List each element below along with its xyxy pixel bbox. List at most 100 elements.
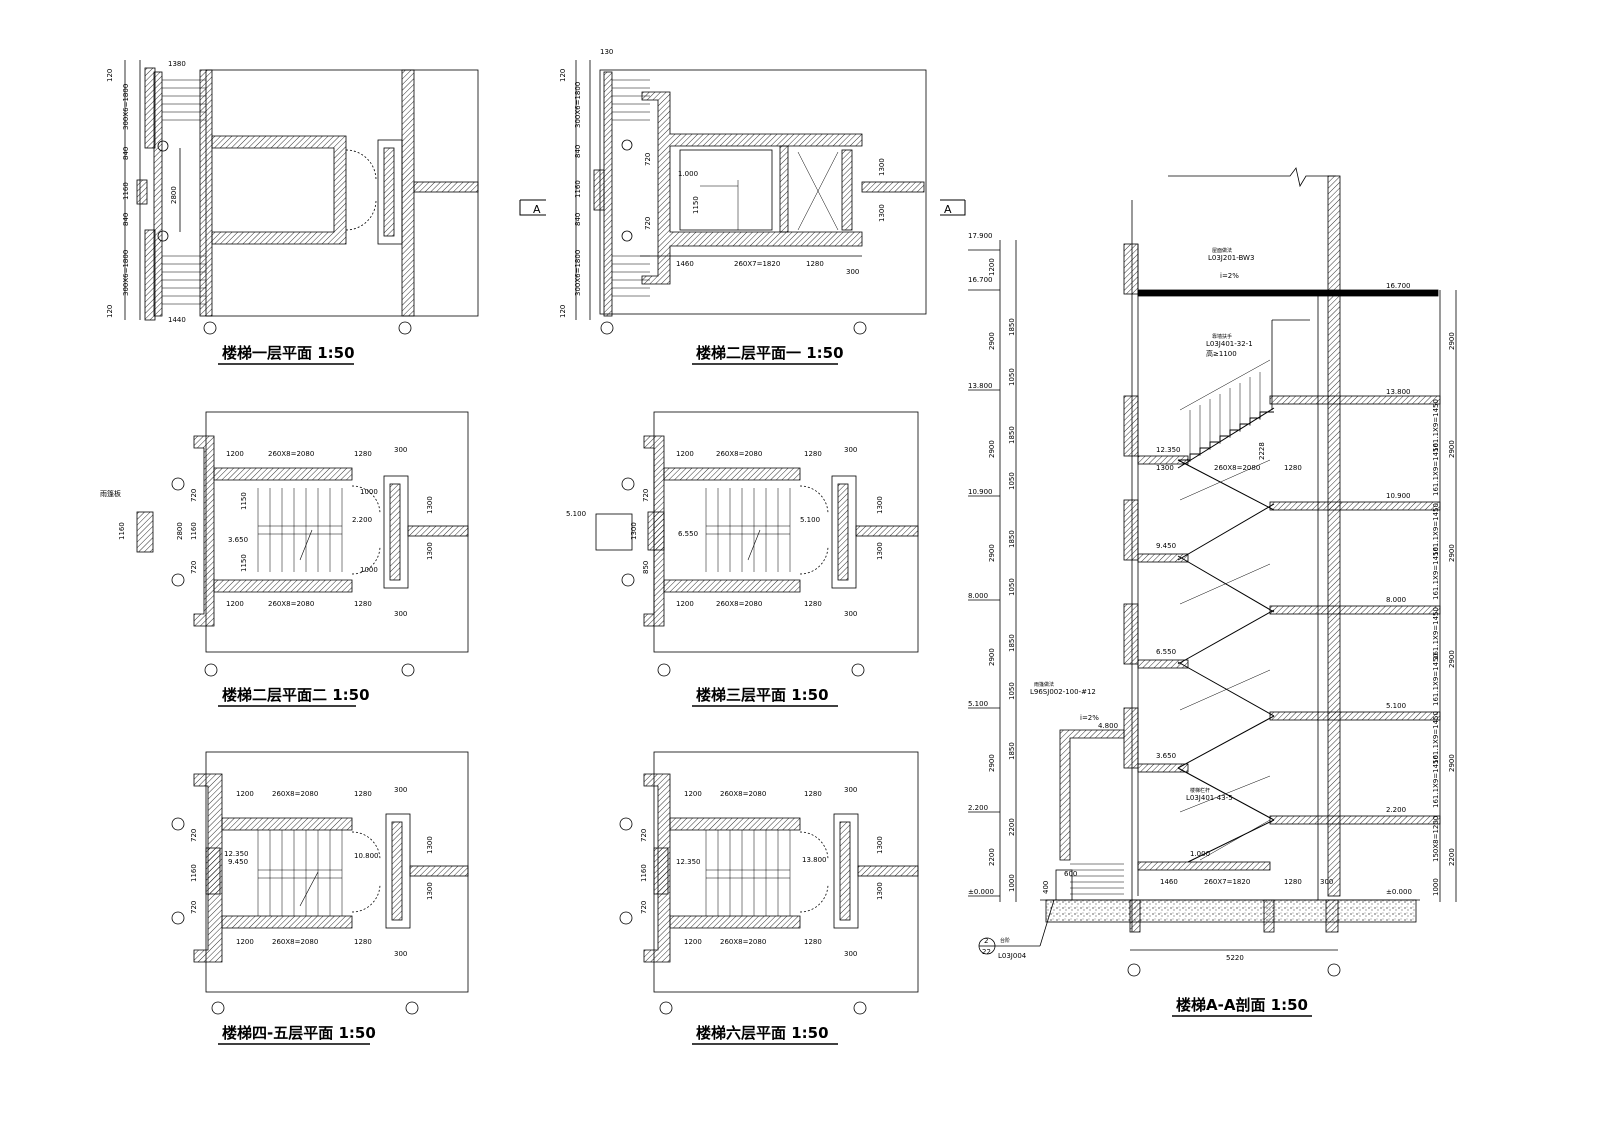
p5-dim-left-2: 720 <box>190 901 198 914</box>
p3-dim-right-1: 1300 <box>426 542 434 560</box>
sec-canopy-slope: i=2% <box>1080 714 1099 722</box>
p2-dim-left-6: 120 <box>559 305 567 318</box>
p2-dim-bottom-1: 260X7=1820 <box>734 260 780 268</box>
title-plan-1: 楼梯一层平面 1:50 <box>222 344 355 362</box>
section-a-a <box>968 167 1457 977</box>
sec-left-dim-11: 1850 <box>1008 634 1016 652</box>
sec-detail-sheet: 22 <box>982 948 991 956</box>
p3-dim-right-0: 1300 <box>426 496 434 514</box>
p5-dim-left-0: 720 <box>190 829 198 842</box>
p3-dim-small-0: 1000 <box>360 488 378 496</box>
p6-dim-bottom-1: 260X8=2080 <box>720 938 766 946</box>
p6-dim-right-1: 1300 <box>876 882 884 900</box>
sec-level-9450: 9.450 <box>1156 542 1176 550</box>
sec-left-level-0: 17.900 <box>968 232 993 240</box>
p4-level-canopy: 5.100 <box>566 510 586 518</box>
p2-dim-inner-2: 720 <box>644 217 652 230</box>
p4-dim-bottom-0: 1200 <box>676 600 694 608</box>
p5-dim-right-1: 1300 <box>426 882 434 900</box>
p2-dim-bottom-0: 1460 <box>676 260 694 268</box>
plan-2 <box>519 60 966 335</box>
p3-dim-outer: 2800 <box>176 522 184 540</box>
p4-dim-top-1: 260X8=2080 <box>716 450 762 458</box>
sec-left-dim-14: 1850 <box>1008 742 1016 760</box>
p4-dim-top-0: 1200 <box>676 450 694 458</box>
sec-right-dim-12: 2900 <box>1448 754 1456 772</box>
sec-dim-400: 400 <box>1042 881 1050 894</box>
section-mark-right: A <box>944 203 952 216</box>
sec-left-level-6: 2.200 <box>968 804 988 812</box>
sec-flight-run: 260X8=2080 <box>1214 464 1260 472</box>
p4-dim-right-1: 1300 <box>876 542 884 560</box>
plan-3 <box>136 411 469 677</box>
p5-dim-bottom-0: 1200 <box>236 938 254 946</box>
p4-dim-bottom-3: 300 <box>844 610 857 618</box>
section-mark-left: A <box>533 203 541 216</box>
title-plan-2: 楼梯二层平面一 1:50 <box>696 344 844 362</box>
p3-dim-inner-1: 1150 <box>240 554 248 572</box>
title-plan-6: 楼梯六层平面 1:50 <box>696 1024 829 1042</box>
p2-dim-left-4: 840 <box>574 213 582 226</box>
p3-dim-bottom-1: 260X8=2080 <box>268 600 314 608</box>
sec-right-dim-11: 161.1X9=1450 <box>1432 755 1440 808</box>
sec-left-dim-0: 1200 <box>988 258 996 276</box>
p2-dim-left-1: 300X6=1800 <box>574 82 582 128</box>
p4-level-1: 5.100 <box>800 516 820 524</box>
p5-dim-bottom-2: 1280 <box>354 938 372 946</box>
p2-dim-left-0: 120 <box>559 69 567 82</box>
plan-1 <box>124 60 479 335</box>
sec-left-dim-6: 1050 <box>1008 472 1016 490</box>
p2-dim-right-1: 1300 <box>878 204 886 222</box>
sec-detail-num: 2 <box>984 937 988 945</box>
sec-right-level-4: 5.100 <box>1386 702 1406 710</box>
p3-dim-bottom-3: 300 <box>394 610 407 618</box>
sec-left-level-7: ±0.000 <box>968 888 994 896</box>
sec-canopy-tag: 雨篷做法 <box>1034 681 1054 688</box>
sec-bottom-dim-0: 1460 <box>1160 878 1178 886</box>
p6-dim-top-2: 1280 <box>804 790 822 798</box>
sec-landing-dim: 1300 <box>1156 464 1174 472</box>
p2-dim-bottom-2: 1280 <box>806 260 824 268</box>
p3-dim-bottom-2: 1280 <box>354 600 372 608</box>
title-section: 楼梯A-A剖面 1:50 <box>1176 996 1308 1014</box>
p6-dim-bottom-0: 1200 <box>684 938 702 946</box>
p4-dim-right-0: 1300 <box>876 496 884 514</box>
sec-right-dim-0: 2900 <box>1448 332 1456 350</box>
sec-right-dim-1: 161.1X9=1450 <box>1432 399 1440 452</box>
sec-level-3650: 3.650 <box>1156 752 1176 760</box>
plan-6 <box>619 751 919 1015</box>
p4-dim-bottom-1: 260X8=2080 <box>716 600 762 608</box>
sec-left-level-1: 16.700 <box>968 276 993 284</box>
p3-dim-top-2: 1280 <box>354 450 372 458</box>
sec-total-dim: 5220 <box>1226 954 1244 962</box>
p5-dim-top-3: 300 <box>394 786 407 794</box>
p1-dim-120-bottom: 120 <box>106 305 114 318</box>
sec-level-4800: 4.800 <box>1098 722 1118 730</box>
p1-dim-run-bottom: 300X6=1800 <box>122 250 130 296</box>
sec-left-dim-4: 2900 <box>988 440 996 458</box>
sec-rail1-tag: 靠墙扶手 <box>1212 333 1232 340</box>
sec-left-dim-17: 1000 <box>1008 874 1016 892</box>
p1-dim-1160: 1160 <box>122 182 130 200</box>
sec-left-dim-3: 1050 <box>1008 368 1016 386</box>
sec-left-dim-7: 2900 <box>988 544 996 562</box>
sec-right-level-1: 13.800 <box>1386 388 1411 396</box>
p3-dim-top-0: 1200 <box>226 450 244 458</box>
sec-right-level-3: 8.000 <box>1386 596 1406 604</box>
p3-dim-top-3: 300 <box>394 446 407 454</box>
p5-dim-top-2: 1280 <box>354 790 372 798</box>
sec-rail2-tag: 楼梯栏杆 <box>1190 787 1210 794</box>
sec-bottom-dim-3: 300 <box>1320 878 1333 886</box>
p2-level: 1.000 <box>678 170 698 178</box>
sec-dim-600: 600 <box>1064 870 1077 878</box>
sec-right-dim-10: 161.1X9=1450 <box>1432 711 1440 764</box>
p6-level-1: 13.800 <box>802 856 827 864</box>
sec-left-dim-9: 1050 <box>1008 578 1016 596</box>
p3-dim-left-2: 720 <box>190 561 198 574</box>
sec-right-dim-2: 161.1X9=1450 <box>1432 443 1440 496</box>
sec-right-level-0: 16.700 <box>1386 282 1411 290</box>
p5-dim-bottom-3: 300 <box>394 950 407 958</box>
plan-4 <box>595 411 919 677</box>
sec-left-level-4: 8.000 <box>968 592 988 600</box>
